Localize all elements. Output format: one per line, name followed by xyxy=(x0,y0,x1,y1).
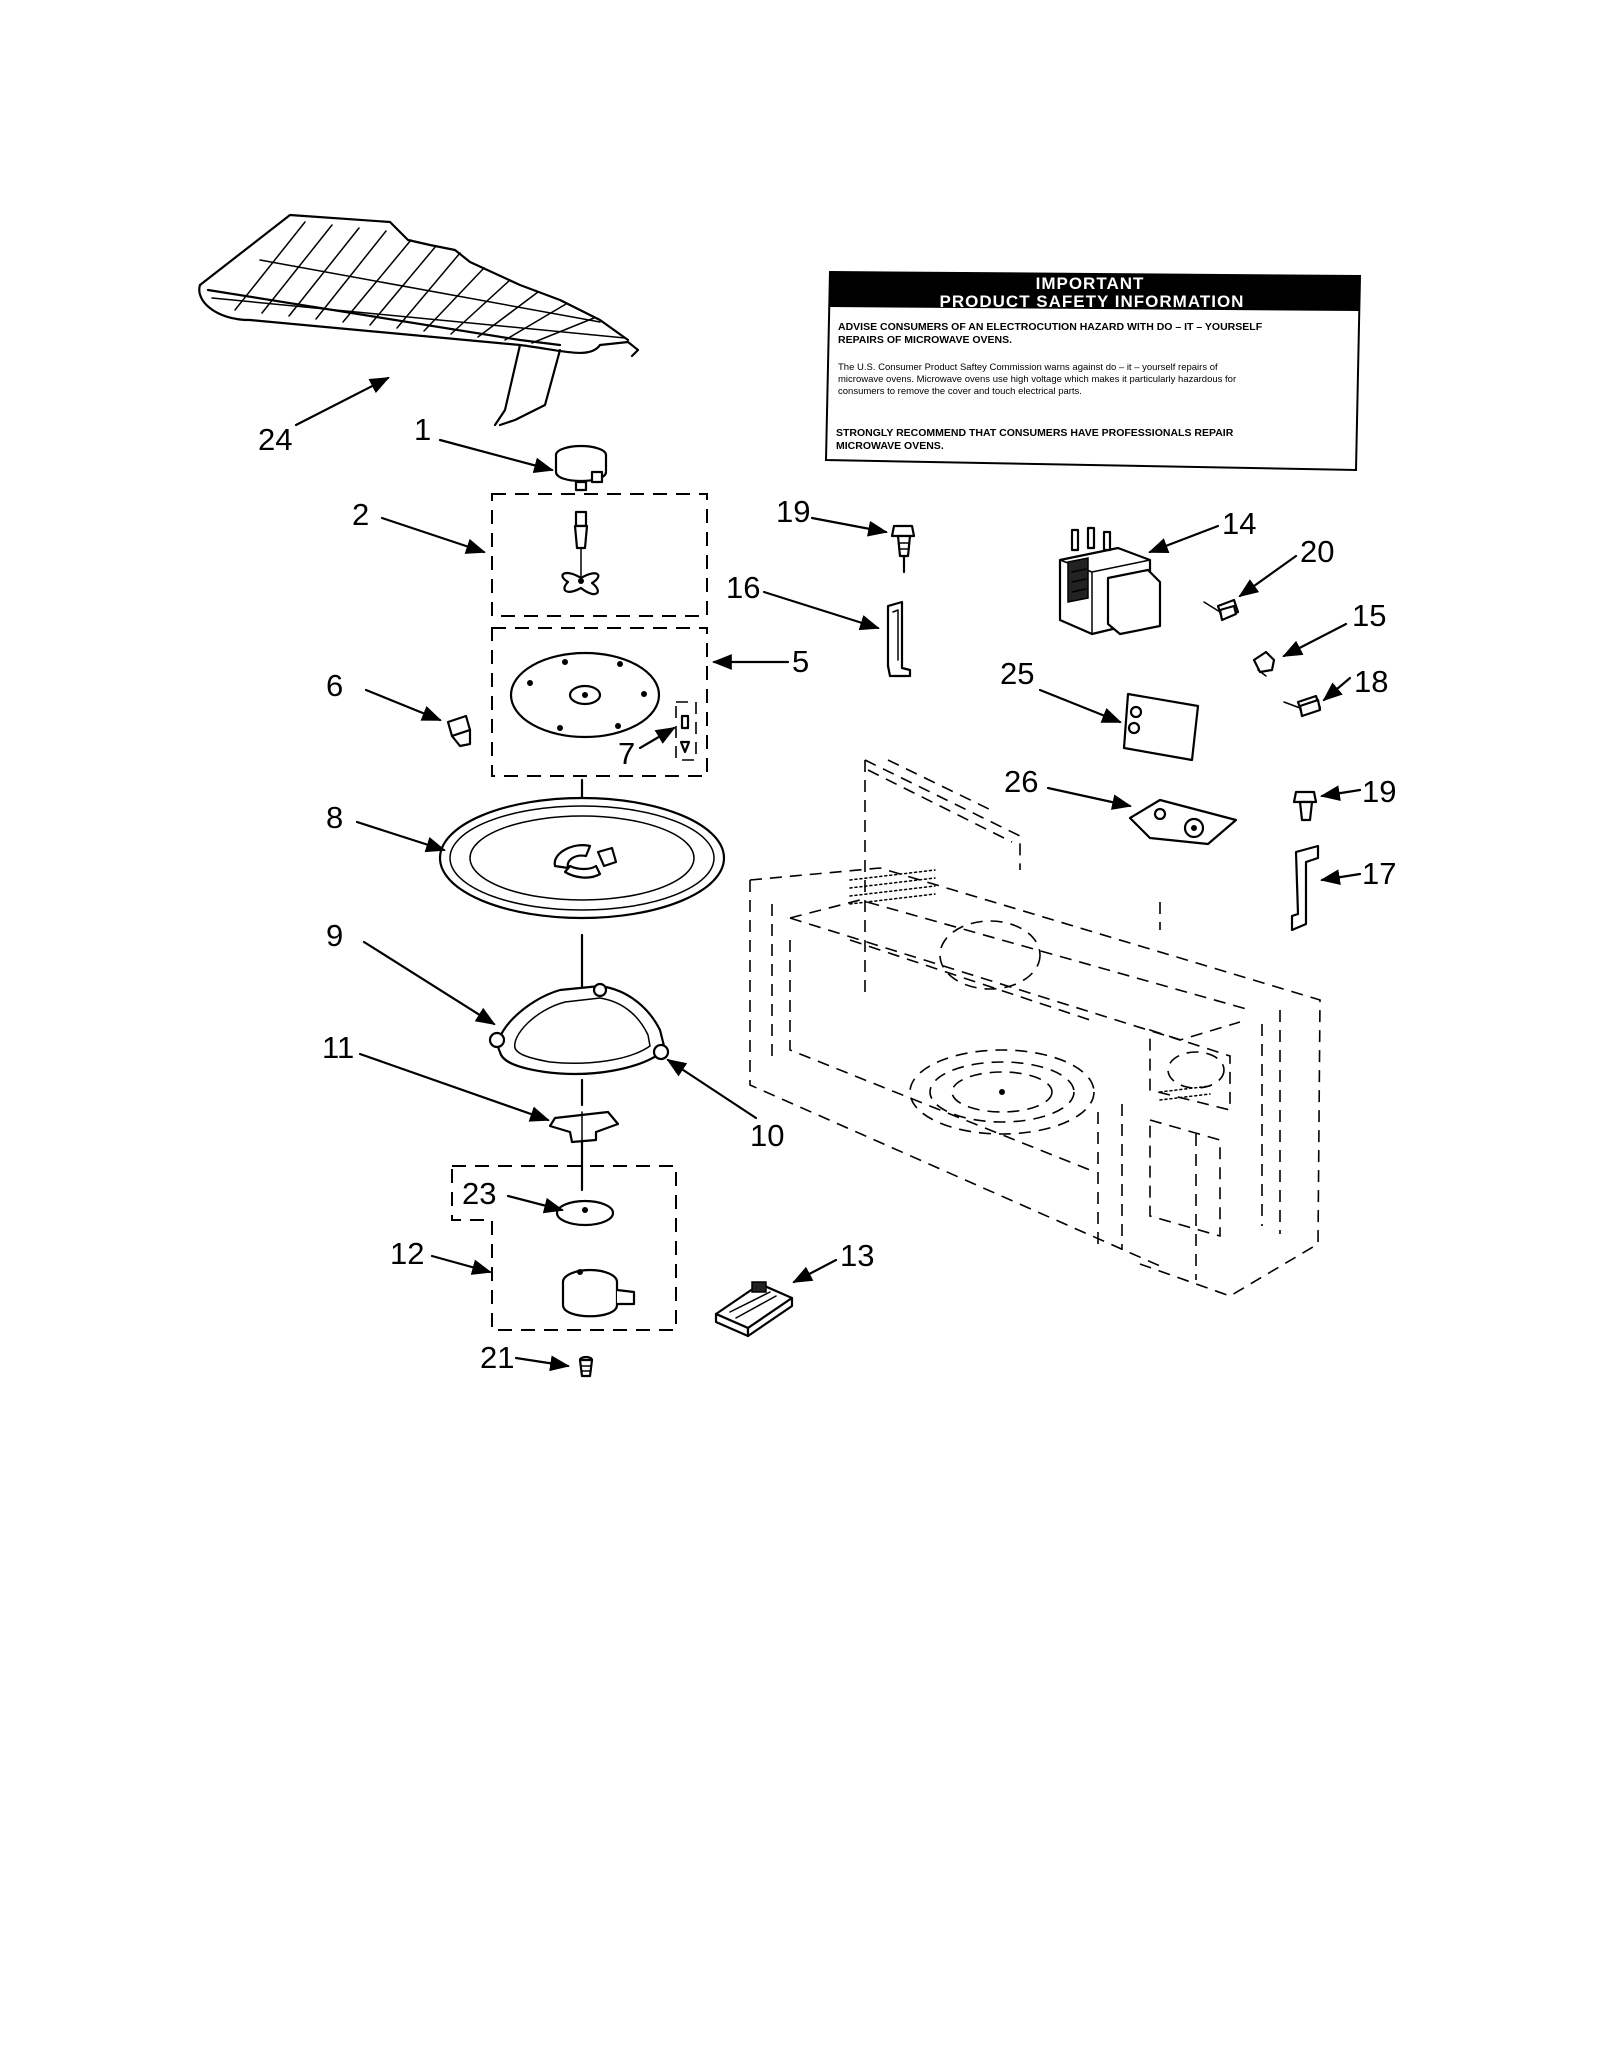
bracket-part-17 xyxy=(1290,844,1320,932)
callout-25: 25 xyxy=(1000,656,1034,691)
safety-para2-line1: The U.S. Consumer Product Saftey Commiss… xyxy=(838,362,1218,373)
callout-26: 26 xyxy=(1004,764,1038,799)
callout-13: 13 xyxy=(840,1238,874,1273)
screw-part-20 xyxy=(1203,598,1240,622)
callout-19-bottom: 19 xyxy=(1362,774,1396,809)
callout-2: 2 xyxy=(352,497,369,532)
safety-para2-line3: consumers to remove the cover and touch … xyxy=(838,386,1082,397)
screw-part-19-bottom xyxy=(1292,790,1318,822)
callout-8: 8 xyxy=(326,800,343,835)
callout-10: 10 xyxy=(750,1118,784,1153)
callout-9: 9 xyxy=(326,918,343,953)
callout-7: 7 xyxy=(618,736,635,771)
callout-1: 1 xyxy=(414,412,431,447)
callout-15: 15 xyxy=(1352,598,1386,633)
callout-17: 17 xyxy=(1362,856,1396,891)
safety-para3-line1: STRONGLY RECOMMEND THAT CONSUMERS HAVE P… xyxy=(836,427,1234,439)
screw-part-18 xyxy=(1283,694,1322,718)
callout-5: 5 xyxy=(792,644,809,679)
safety-para1-line2: REPAIRS OF MICROWAVE OVENS. xyxy=(838,334,1012,346)
switch-part-13 xyxy=(714,1281,794,1338)
callout-11: 11 xyxy=(322,1030,354,1065)
bracket-part-15 xyxy=(1252,650,1276,677)
callout-6: 6 xyxy=(326,668,343,703)
safety-title-2: PRODUCT SAFETY INFORMATION xyxy=(940,292,1245,311)
safety-para3-line2: MICROWAVE OVENS. xyxy=(836,440,944,452)
screw-part-19-top xyxy=(890,524,916,558)
plate-part-25 xyxy=(1122,692,1200,762)
clip-part-6 xyxy=(446,714,472,748)
screw-part-21 xyxy=(578,1355,594,1378)
callout-21: 21 xyxy=(480,1340,514,1375)
roller-ring-part-9 xyxy=(488,982,670,1076)
callout-23: 23 xyxy=(462,1176,496,1211)
cover-part-26 xyxy=(1128,798,1238,846)
callout-14: 14 xyxy=(1222,506,1256,541)
callout-12: 12 xyxy=(390,1236,424,1271)
callout-leaders xyxy=(294,376,1362,1372)
microwave-cavity xyxy=(749,759,1321,1297)
callout-16: 16 xyxy=(726,570,760,605)
safety-para1-line1: ADVISE CONSUMERS OF AN ELECTROCUTION HAZ… xyxy=(838,321,1263,333)
safety-label: IMPORTANT PRODUCT SAFETY INFORMATION ADV… xyxy=(824,270,1362,472)
safety-para2-line2: microwave ovens. Microwave ovens use hig… xyxy=(838,374,1236,385)
motor-part-1 xyxy=(554,444,608,492)
capacitor-part-14 xyxy=(1058,526,1162,636)
callout-20: 20 xyxy=(1300,534,1334,569)
turntable-motor-part-12 xyxy=(451,1165,677,1331)
bracket-part-16 xyxy=(886,600,912,678)
callout-labels: 24 1 2 5 6 7 8 9 10 11 23 12 13 21 19 16… xyxy=(258,412,1396,1375)
safety-title-1: IMPORTANT xyxy=(1036,274,1145,293)
callout-18: 18 xyxy=(1354,664,1388,699)
turntable-support-part-5 xyxy=(491,627,708,777)
fan-assembly-part-2 xyxy=(491,493,708,617)
glass-tray-part-8 xyxy=(438,796,726,920)
oven-rack-part-24 xyxy=(198,213,640,427)
callout-19-top: 19 xyxy=(776,494,810,529)
coupler-part-11 xyxy=(548,1110,620,1144)
callout-24: 24 xyxy=(258,422,292,457)
